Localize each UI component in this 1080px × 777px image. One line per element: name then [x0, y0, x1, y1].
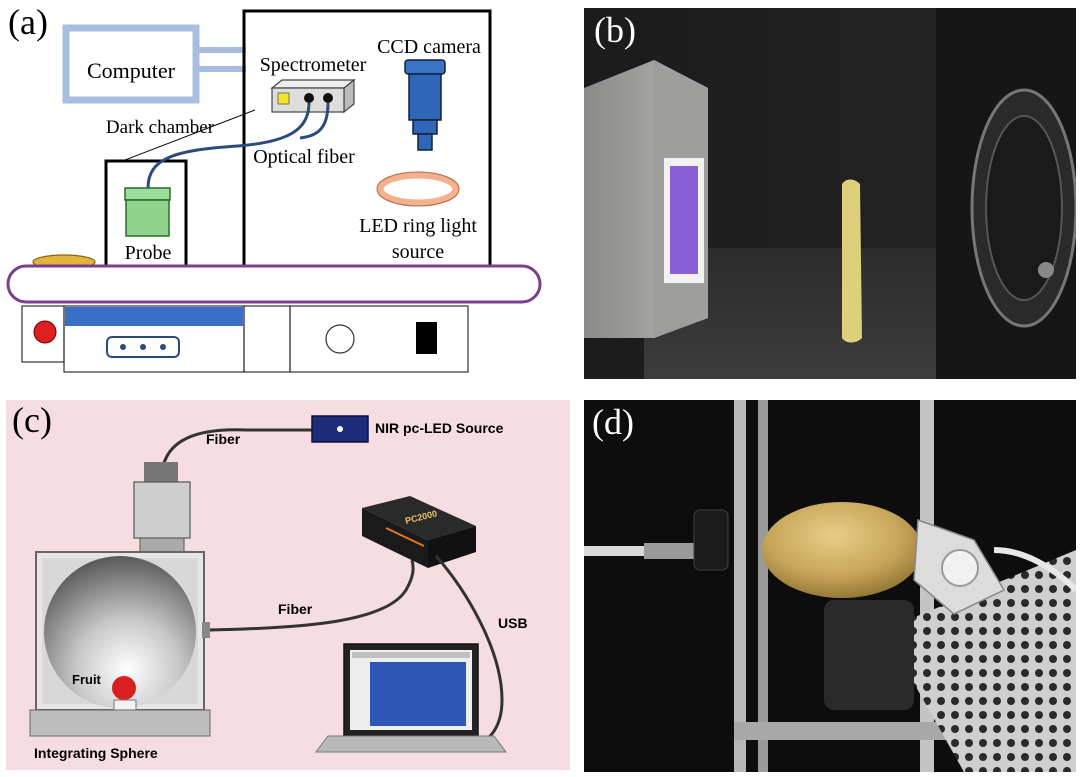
panel-a-letter: (a) [8, 2, 48, 42]
schematic-c-drawing: Fiber NIR pc-LED Source Fruit Integratin… [29, 415, 528, 761]
dial-icon [325, 324, 355, 354]
led-ring-icon [376, 171, 460, 207]
laptop-screen-plot [370, 662, 466, 726]
probe-holder-body [133, 481, 191, 539]
probe-tip [644, 543, 694, 559]
lens-knob [1038, 262, 1054, 278]
control-dot-1 [120, 344, 126, 350]
base-blue-strip [65, 307, 243, 326]
fiber-mid-label: Fiber [278, 601, 313, 617]
conveyor-belt [6, 264, 542, 304]
camera-lens-2 [417, 133, 433, 151]
probe-holder-base [139, 537, 185, 553]
panel-c-letter: (c) [12, 400, 52, 440]
control-buttons-box [106, 336, 180, 358]
photo-d-drawing [584, 400, 1076, 772]
spectrometer-port-1 [304, 93, 314, 103]
computer-link-top [196, 47, 246, 53]
probe-body [125, 199, 170, 237]
led-ring-label-line2: source [392, 241, 444, 263]
camera-lens-1 [412, 119, 438, 135]
fiber-top-label: Fiber [206, 431, 241, 447]
light-source-cable [993, 547, 1076, 593]
base-right-panel [289, 305, 469, 373]
laptop-screen-toolbar [352, 652, 470, 658]
nir-source-led [337, 426, 343, 432]
probe-holder-top [144, 462, 178, 482]
dark-chamber-pointer [124, 109, 256, 161]
optical-fiber-label: Optical fiber [253, 146, 355, 168]
potato-strip [842, 179, 862, 343]
integrating-sphere-icon [44, 556, 196, 708]
rail-left [734, 400, 746, 772]
panel-d-letter: (d) [592, 402, 634, 442]
control-dot-3 [160, 344, 166, 350]
camera-top [404, 59, 446, 75]
sphere-port [202, 622, 210, 638]
sensor-light [670, 166, 698, 274]
nir-source-label: NIR pc-LED Source [375, 420, 504, 436]
probe-clamp [693, 509, 729, 571]
optical-fiber-2 [299, 102, 330, 140]
control-dot-2 [140, 344, 146, 350]
pc2000-front [362, 508, 428, 568]
ccd-camera-label: CCD camera [377, 36, 481, 58]
lens-inner [985, 115, 1063, 301]
computer-label: Computer [87, 58, 176, 83]
pc2000-stripe [385, 527, 425, 547]
spectrometer-indicator [277, 92, 290, 105]
optical-fiber-1 [146, 102, 311, 189]
fruit-label: Fruit [72, 672, 102, 687]
pc2000-top [362, 496, 476, 540]
spectrometer-label: Spectrometer [260, 54, 367, 76]
probe-cap [124, 187, 171, 201]
potato-sample [762, 502, 922, 598]
pc2000-side [428, 526, 476, 568]
computer-link-bottom [196, 66, 246, 72]
computer-box [62, 24, 200, 104]
panel-c-schematic: Fiber NIR pc-LED Source Fruit Integratin… [6, 400, 570, 770]
emergency-button-icon [33, 320, 57, 344]
spectrometer-port-2 [323, 93, 333, 103]
schematic-a-drawing: Computer Dark chamber Spectrometer Optic… [6, 9, 542, 373]
usb-label: USB [498, 615, 528, 631]
potato-support [824, 600, 914, 710]
panel-d-photo: (d) [584, 400, 1076, 772]
laptop-base [315, 735, 507, 753]
integrating-sphere-label: Integrating Sphere [34, 745, 158, 761]
probe-cable [584, 546, 644, 556]
spectrometer-top [270, 79, 356, 89]
sphere-base [29, 709, 211, 737]
perforated-plate [884, 550, 1076, 772]
led-ring-outline [376, 171, 460, 207]
panel-b-letter: (b) [594, 10, 636, 50]
photo-floor [644, 248, 964, 379]
base-mid-panel [243, 305, 291, 373]
fiber-mid-line [209, 559, 415, 632]
panel-b-photo: (b) [584, 8, 1076, 379]
led-ring-label-line1: LED ring light [359, 215, 477, 237]
switch-icon [416, 322, 437, 354]
light-source-bulb [941, 549, 979, 587]
ccd-camera-icon [408, 73, 442, 121]
photo-b-drawing [584, 8, 1076, 379]
fruit-icon [112, 676, 136, 700]
probe-label: Probe [125, 242, 172, 264]
panel-a-schematic: Computer Dark chamber Spectrometer Optic… [0, 0, 560, 385]
fiber-top-line [160, 428, 312, 473]
rail-left-2 [758, 400, 768, 772]
dark-chamber-label: Dark chamber [106, 117, 215, 138]
